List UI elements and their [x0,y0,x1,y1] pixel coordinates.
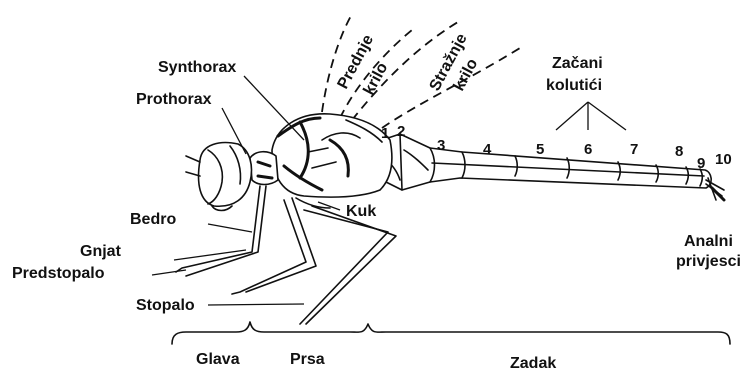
segment-10: 10 [715,151,732,168]
region-braces [172,322,730,344]
koluti-label: kolutići [546,77,602,94]
glava-label: Glava [196,351,240,368]
abdomen [382,134,711,190]
zadak-label: Zadak [510,355,556,372]
segment-2: 2 [397,123,405,140]
prothorax [250,152,278,185]
zacani-label: Začani [552,55,603,72]
synthorax-label: Synthorax [158,59,236,76]
prsa-label: Prsa [290,351,325,368]
segment-5: 5 [536,141,544,158]
analni-label: Analni [684,233,733,250]
segment-8: 8 [675,143,683,160]
thorax [272,114,392,197]
stopalo-label: Stopalo [136,297,195,314]
kuk-label: Kuk [346,203,376,220]
prothorax-label: Prothorax [136,91,212,108]
segment-6: 6 [584,141,592,158]
segment-3: 3 [437,137,445,154]
segment-1: 1 [381,125,389,142]
anal-appendages [706,178,724,200]
segment-7: 7 [630,141,638,158]
bedro-label: Bedro [130,211,176,228]
predstopalo-label: Predstopalo [12,265,105,282]
segment-9: 9 [697,155,705,172]
gnjat-label: Gnjat [80,243,122,260]
segment-4: 4 [483,141,492,158]
privjesci-label: privjesci [676,253,741,270]
head [186,143,252,211]
